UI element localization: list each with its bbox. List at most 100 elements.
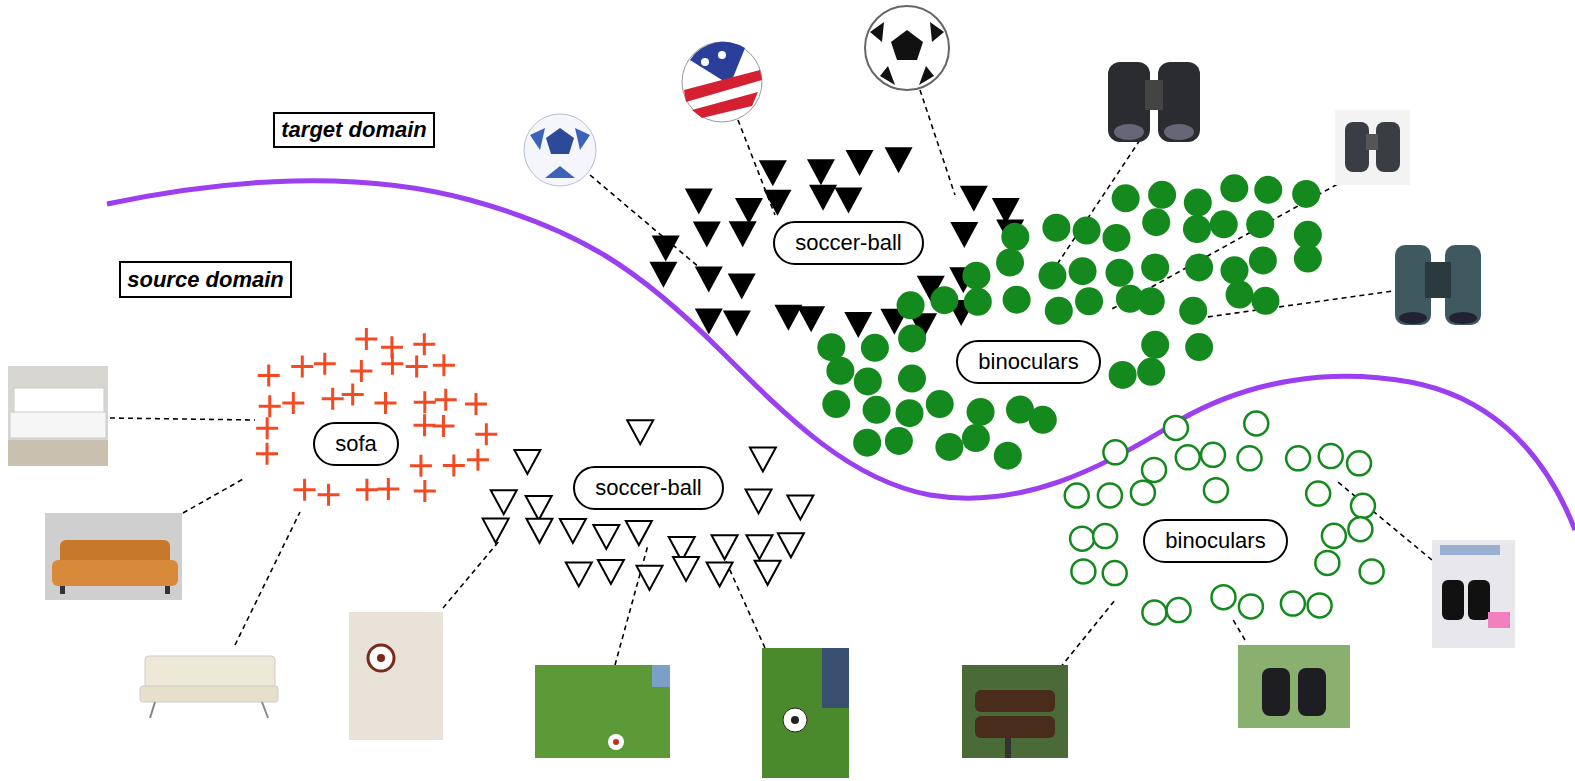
source-soccer-point [746, 535, 772, 559]
source-sofa-point [258, 364, 280, 386]
label-text: sofa [335, 431, 377, 457]
source-binoculars-point [1239, 594, 1263, 618]
source-soccer-point [514, 450, 540, 474]
source-sofa-point [414, 391, 436, 413]
target-soccer-point [807, 159, 835, 185]
source-binoculars-point [1322, 524, 1346, 548]
target-binoculars-point [1226, 281, 1254, 309]
label-text: binoculars [1165, 528, 1265, 554]
source-binoculars-point [1238, 446, 1262, 470]
target-binoculars-point [854, 367, 882, 395]
source-soccer-point [755, 561, 781, 585]
label-text: binoculars [978, 349, 1078, 375]
source-sofa-point [432, 415, 454, 437]
domain-label: target domain [273, 112, 435, 148]
target-binoculars-point [1075, 287, 1103, 315]
target-binoculars-point [962, 262, 990, 290]
source-binoculars-point [1093, 524, 1117, 548]
domain-boundary [107, 181, 1575, 530]
binoculars-photo [1238, 645, 1350, 728]
target-binoculars-point [1184, 189, 1212, 217]
source-sofa-point [414, 414, 436, 436]
sofa-photo [140, 656, 278, 718]
source-soccer-point [636, 566, 662, 590]
binoculars-photo [1335, 110, 1410, 185]
target-binoculars-point [1254, 176, 1282, 204]
target-binoculars-point [1109, 361, 1137, 389]
source-binoculars-point [1319, 444, 1343, 468]
target-soccer-point [723, 311, 751, 337]
source-sofa-point [374, 392, 396, 414]
source-soccer-point [526, 519, 552, 543]
source-soccer-point [746, 489, 772, 513]
target-binoculars-point [853, 429, 881, 457]
source-binoculars-point [1103, 561, 1127, 585]
target-binoculars-point [1003, 286, 1031, 314]
sofa-photo [45, 513, 182, 600]
source-sofa-point [406, 355, 428, 377]
source-soccer-point [483, 519, 509, 543]
source-binoculars-point [1070, 527, 1094, 551]
target-soccer-point [735, 198, 763, 224]
source-binoculars-point [1103, 440, 1127, 464]
target-binoculars-point [1141, 331, 1169, 359]
source-binoculars-point [1351, 494, 1375, 518]
source-sofa-point [410, 455, 432, 477]
label-text: soccer-ball [595, 475, 701, 501]
source-sofa-point [443, 455, 465, 477]
target-binoculars-point [1251, 287, 1279, 315]
source-soccer-point [491, 490, 517, 514]
target-binoculars-point [962, 424, 990, 452]
soccer-ball-photo [535, 665, 670, 758]
source-sofa-point [282, 392, 304, 414]
target-soccer-point [774, 305, 802, 331]
sofa-photo [8, 366, 108, 466]
source-sofa-point [256, 443, 278, 465]
target-binoculars-point [1185, 253, 1213, 281]
target-binoculars-point [1105, 259, 1133, 287]
target-binoculars-point [1179, 297, 1207, 325]
source-soccer-point [707, 562, 733, 586]
source-sofa-point [314, 353, 336, 375]
soccer-ball-photo [865, 6, 949, 90]
binoculars-photo [1432, 540, 1515, 648]
source-soccer-point [627, 420, 653, 444]
soccer-ball-photo [762, 648, 849, 778]
source-soccer-point [598, 560, 624, 584]
source-sofa-point [355, 328, 377, 350]
cluster-label: soccer-ball [573, 466, 724, 510]
target-soccer-point [685, 188, 713, 214]
source-sofa-point [350, 360, 372, 382]
source-binoculars-point [1281, 592, 1305, 616]
label-text: source domain [127, 267, 283, 293]
source-binoculars-point [1286, 446, 1310, 470]
target-binoculars-point [1102, 224, 1130, 252]
binoculars-photo [1395, 245, 1481, 325]
domain-label: source domain [119, 261, 292, 298]
target-soccer-point [695, 267, 723, 293]
source-binoculars-point [1308, 593, 1332, 617]
target-binoculars-point [1185, 333, 1213, 361]
binoculars-photo [962, 665, 1068, 758]
soccer-ball-photo [682, 42, 762, 122]
target-binoculars-point [930, 286, 958, 314]
source-binoculars-point [1065, 484, 1089, 508]
target-soccer-point [729, 221, 757, 247]
source-binoculars-point [1142, 458, 1166, 482]
cluster-label: binoculars [1143, 519, 1288, 563]
target-binoculars-point [1038, 262, 1066, 290]
target-binoculars-point [1183, 215, 1211, 243]
source-binoculars-point [1347, 451, 1371, 475]
source-sofa-point [318, 484, 340, 506]
target-soccer-point [695, 309, 723, 335]
binoculars-photo [1108, 62, 1200, 142]
source-binoculars-point [1244, 411, 1268, 435]
cluster-label: soccer-ball [773, 221, 924, 265]
source-sofa-point [475, 423, 497, 445]
target-binoculars-point [898, 365, 926, 393]
target-binoculars-point [885, 427, 913, 455]
target-soccer-point [728, 274, 756, 300]
source-sofa-point [413, 333, 435, 355]
source-binoculars-point [1360, 559, 1384, 583]
target-soccer-point [846, 150, 874, 176]
